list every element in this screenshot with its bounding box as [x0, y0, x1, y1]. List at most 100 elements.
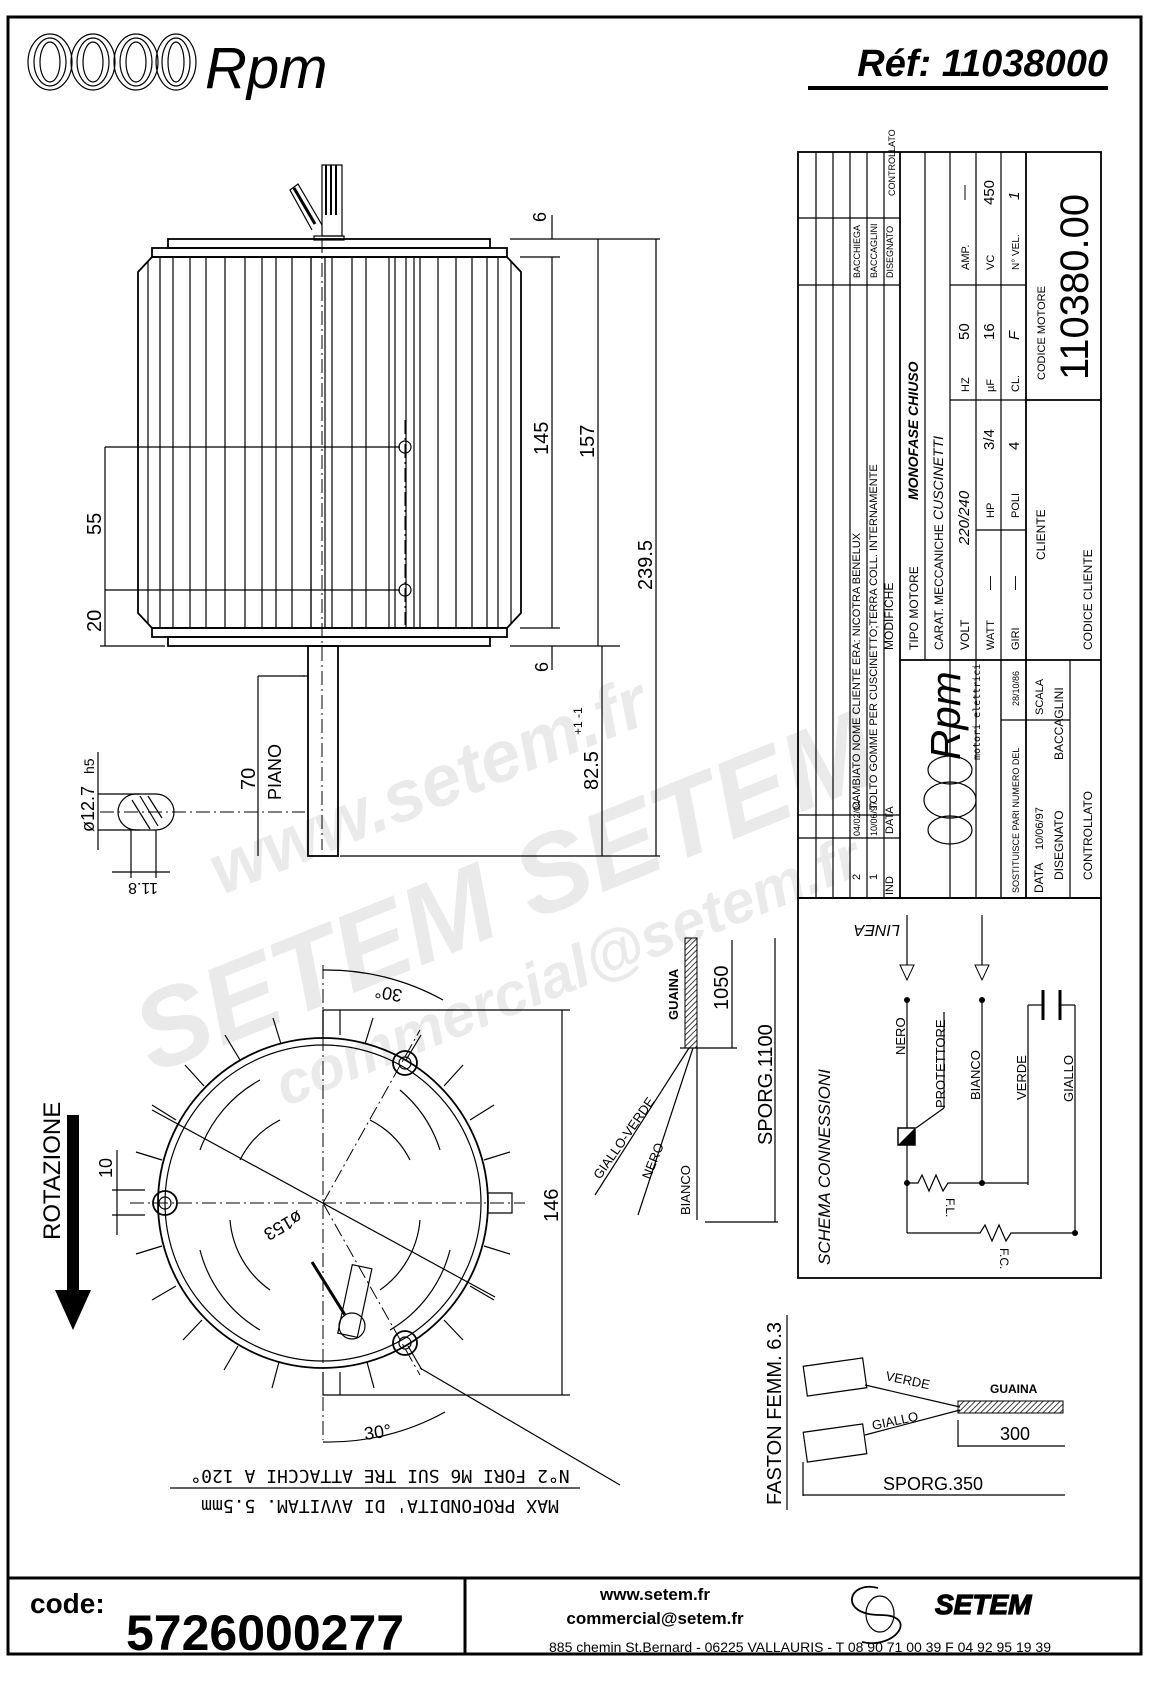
dim-body: 145 [531, 422, 553, 455]
tb-poli-label: POLI [1010, 493, 1022, 518]
flat-label: PIANO [265, 744, 285, 800]
tb-hp-label: HP [985, 503, 997, 518]
tb-nvel: 1 [1006, 192, 1023, 200]
dim-end-height: 146 [541, 1189, 563, 1222]
mounting-note: MAX PROFONDITA' DI AVVITAM. 5.5mm N°2 FO… [170, 1465, 580, 1516]
tb-disegnato-label: DISEGNATO [1052, 810, 1066, 880]
code-box [6, 1576, 467, 1656]
schema-bianco: BIANCO [968, 1050, 983, 1100]
tb-uf: 16 [981, 323, 998, 340]
tb-tipo-motore: MONOFASE CHIUSO [905, 361, 921, 500]
tb-tipo-motore-label: TIPO MOTORE [907, 566, 921, 650]
tb-codice-motore: 110380.00 [1053, 194, 1097, 380]
cable-sheath-length: 1050 [711, 966, 733, 1011]
tb-header-controllato: CONTROLLATO [887, 129, 897, 196]
cable-exit [289, 164, 345, 241]
faston-wire-verde: VERDE [884, 1368, 931, 1392]
vent-slots [199, 1079, 451, 1331]
dim-top-gap: 6 [530, 212, 550, 222]
tb-data-label: DATA [1032, 863, 1046, 893]
tb-hz: 50 [956, 323, 973, 340]
code-label: code: [30, 1588, 105, 1619]
tb-cliente-label: CLIENTE [1034, 509, 1048, 560]
tb-scala-label: SCALA [1034, 678, 1046, 715]
coil-logo-icon [27, 33, 197, 91]
footer: code: 5726000277 www.setem.fr commercial… [6, 1576, 1141, 1661]
dim-shaft-diameter: ø12.7 [78, 786, 98, 832]
tb-volt: 220/240 [956, 490, 973, 546]
dim-shaft-fit: h5 [81, 758, 97, 774]
dim-hole-spacing: 55 [84, 513, 106, 535]
tb-rev2-desc: CAMBIATO NOME CLIENTE ERA: NICOTRA BENEL… [851, 532, 863, 810]
tb-poli: 4 [1006, 442, 1023, 450]
faston-sheath-length: 300 [1000, 1424, 1030, 1444]
faston-detail: FASTON FEMM. 6.3 VERDE GIALLO GUAINA 300… [764, 1315, 1065, 1510]
tb-volt-label: VOLT [958, 619, 972, 650]
wire-nero: NERO [639, 1141, 667, 1181]
cable-total-length: SPORG.1100 [755, 1024, 777, 1145]
motor-end-view [130, 965, 525, 1440]
tb-uf-label: µF [985, 379, 997, 392]
side-view-dimensions: 6 145 157 239.5 6 82.5 +1 -1 55 20 70 PI… [78, 212, 660, 896]
setem-company-name: SETEM [935, 1589, 1032, 1620]
tb-rev2-date: 04/02/04 [852, 801, 862, 836]
tb-codice-cliente-label: CODICE CLIENTE [1081, 549, 1095, 650]
tb-watt-label: WATT [985, 620, 997, 650]
sheet-border [6, 15, 1143, 1656]
tb-giri-label: GIRI [1010, 627, 1022, 650]
tb-rev1-date: 10/06/97 [869, 801, 879, 836]
tb-rev2-by: BACCHIEGA [852, 225, 862, 278]
footer-website[interactable]: www.setem.fr [599, 1585, 710, 1604]
tb-vc: 450 [981, 180, 998, 205]
schema-giallo: GIALLO [1061, 1055, 1076, 1102]
tb-rev1-ind: 1 [868, 874, 880, 880]
resistor-fc-icon [907, 1223, 1075, 1243]
tb-disegnato: BACCAGLINI [1052, 687, 1066, 760]
faston-total-length: SPORG.350 [883, 1474, 983, 1494]
schema-linea: LINEA [854, 921, 900, 938]
dim-hole-offset: 20 [84, 610, 106, 632]
dim-shaft-length: 82.5 [581, 751, 603, 790]
tb-hp: 3/4 [981, 429, 998, 450]
tb-logo-sub: motori elettrici [972, 664, 983, 760]
tb-logo-brand: Rpm [922, 671, 969, 760]
rpm-header-logo: Rpm [27, 33, 327, 101]
faston-sheath-label: GUAINA [990, 1382, 1038, 1396]
tb-header-disegnato: DISEGNATO [885, 226, 895, 278]
tb-rev1-desc: TOLTO GOMME PER CUSCINETTO;TERRA COLL. I… [868, 464, 880, 810]
dim-lug: 10 [96, 1158, 116, 1178]
schema-nero: NERO [893, 1017, 908, 1055]
tb-sostituisce-label: SOSTITUISCE PARI NUMERO DEL [1011, 748, 1021, 893]
cooling-fins [135, 1010, 511, 1389]
brand-name: Rpm [205, 36, 327, 101]
tb-amp: — [956, 185, 973, 200]
title-block: CONTROLLATO DISEGNATO BACCAGLINI BACCHIE… [797, 129, 1102, 899]
tb-nvel-label: N° VEL. [1011, 234, 1022, 270]
tb-rev1-by: BACCAGLINI [869, 223, 879, 278]
tb-header-data: DATA [884, 806, 896, 834]
tb-amp-label: AMP. [960, 245, 972, 270]
tb-cl-label: CL. [1010, 375, 1022, 392]
cable-sheath-label: GUAINA [666, 968, 681, 1020]
dim-flat-length: 70 [238, 768, 260, 790]
note-line-2: N°2 FORI M6 SUI TRE ATTACCHI A 120° [190, 1465, 569, 1486]
setem-logo-icon [851, 1585, 902, 1645]
dim-flange: 157 [577, 425, 599, 458]
dim-end-diameter: ø153 [260, 1207, 306, 1245]
schema-protettore: PROTETTORE [933, 1019, 948, 1108]
angle-top: 30° [373, 981, 403, 1005]
motor-side-view [137, 164, 522, 857]
tb-codice-motore-label: CODICE MOTORE [1036, 286, 1048, 380]
tb-cl: F [1006, 330, 1023, 340]
product-code: 5726000277 [126, 1605, 404, 1661]
dim-bottom-gap: 6 [532, 662, 552, 672]
note-line-1: MAX PROFONDITA' DI AVVITAM. 5.5mm [201, 1495, 559, 1516]
tb-hz-label: HZ [960, 377, 972, 392]
wire-bianco: BIANCO [678, 1165, 693, 1215]
dim-total: 239.5 [635, 540, 657, 590]
footer-email[interactable]: commercial@setem.fr [566, 1609, 744, 1628]
tb-watt: — [981, 576, 997, 590]
schema-title: SCHEMA CONNESSIONI [815, 1069, 834, 1265]
tb-data: 10/06/97 [1034, 807, 1046, 850]
tb-header-ind: IND [884, 876, 896, 895]
